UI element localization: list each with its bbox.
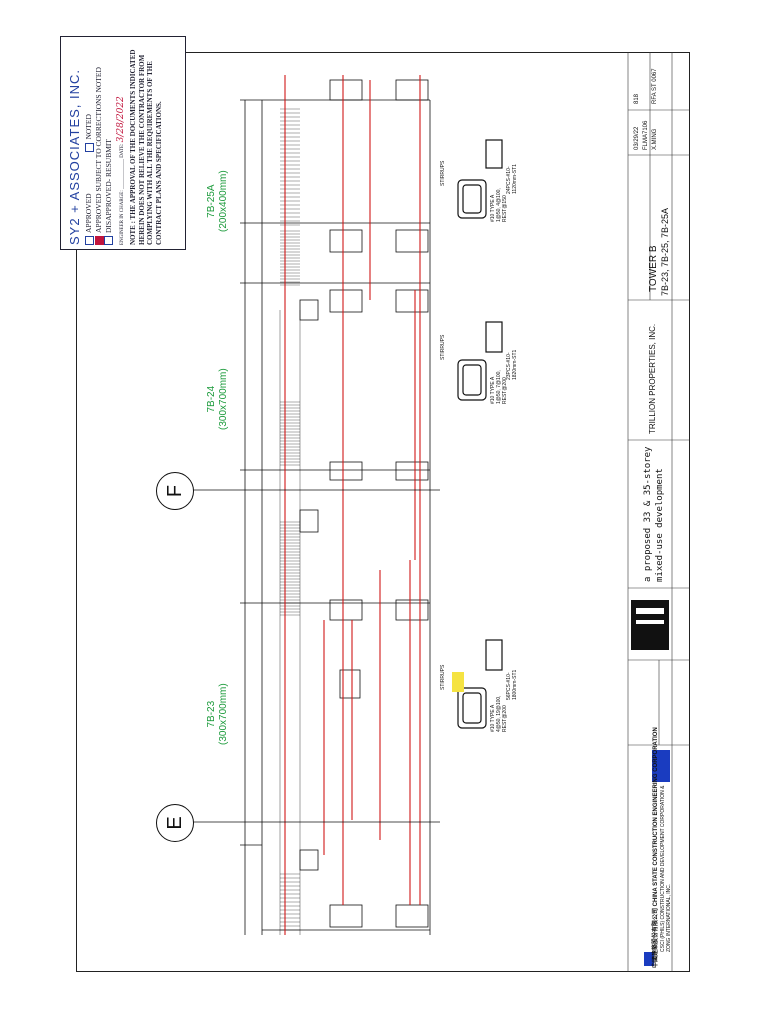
checkbox-approved <box>84 236 94 245</box>
drawing-title: TOWER B <box>648 245 659 292</box>
stamp-content: SY2 + ASSOCIATES, INC. APPROVED NOTED AP… <box>67 41 163 245</box>
stamp-option-disapproved: DISAPPROVED- RESUBMIT <box>104 41 114 245</box>
contractor-name: CSCI (PHILS) CONSTRUCTION AND DEVELOPMEN… <box>660 785 672 952</box>
stamp-option-approved-corrections: APPROVED SUBJECT TO CORRECTIONS NOTED <box>94 41 104 245</box>
developer-name: TRILLION PROPERTIES, INC. <box>648 323 657 434</box>
section-qty-3: 24PCS-#10- 1120mm-ST1 <box>506 164 518 194</box>
stamp-option-approved: APPROVED NOTED <box>84 41 94 245</box>
grid-label-f: F <box>163 484 186 498</box>
beam-label-7b-24: 7B-24 (300x700mm) <box>206 368 230 430</box>
beam-label-7b-23: 7B-23 (300x700mm) <box>206 683 230 745</box>
sheet-designer: X.MING <box>652 128 658 150</box>
checkbox-disapproved <box>104 236 114 245</box>
client-name: 中國建築股份有限公司 CHINA STATE CONSTRUCTION ENGI… <box>653 727 659 968</box>
stamp-date: 3/28/2022 <box>116 96 127 143</box>
sheet-scale: FLMA7106 <box>643 120 649 150</box>
drawing-subtitle: 7B-23, 7B-25, 7B-25A <box>660 207 670 296</box>
section-qty-1: 56PCS-#10- 1800mm-ST1 <box>506 669 518 700</box>
checkbox-approved-corrections <box>94 236 104 245</box>
stamp-note: NOTE : THE APPROVAL OF THE DOCUMENTS IND… <box>129 49 163 245</box>
section-qty-2: 23PCS-#10- 1820mm-ST1 <box>506 349 518 380</box>
stirrups-label-2: STIRRUPS <box>440 334 446 360</box>
grid-bubble-e: E <box>156 804 194 842</box>
beam-size: (200x400mm) <box>218 170 229 232</box>
approval-stamp: SY2 + ASSOCIATES, INC. APPROVED NOTED AP… <box>60 36 186 250</box>
beam-size: (300x700mm) <box>218 683 229 745</box>
beam-name: 7B-24 <box>206 385 217 413</box>
grid-bubble-f: F <box>156 472 194 510</box>
stamp-company: SY2 + ASSOCIATES, INC. <box>67 68 82 245</box>
section-note-1: #10 TYPE A 4@50, 19@100, REST@200 <box>490 695 508 732</box>
stamp-engineer-line: ENGINEER IN CHARGE: ____________ DATE: 3… <box>116 96 127 245</box>
beam-label-7b-25a: 7B-25A (200x400mm) <box>206 170 230 232</box>
checker-ref: RFA ST 0067 <box>652 68 658 104</box>
checkbox-noted <box>84 142 94 152</box>
beam-size: (300x700mm) <box>218 368 229 430</box>
sheet-date: 03/29/22 <box>634 126 640 150</box>
drawing-number: 818 <box>634 93 640 104</box>
beam-name: 7B-23 <box>206 700 217 728</box>
stirrups-label-1: STIRRUPS <box>440 664 446 690</box>
beam-name: 7B-25A <box>206 184 217 218</box>
drawing-sheet <box>76 52 690 972</box>
grid-label-e: E <box>163 816 186 830</box>
project-title: a proposed 33 & 35-storey mixed-use deve… <box>643 446 665 582</box>
stirrups-label-3: STIRRUPS <box>440 160 446 186</box>
